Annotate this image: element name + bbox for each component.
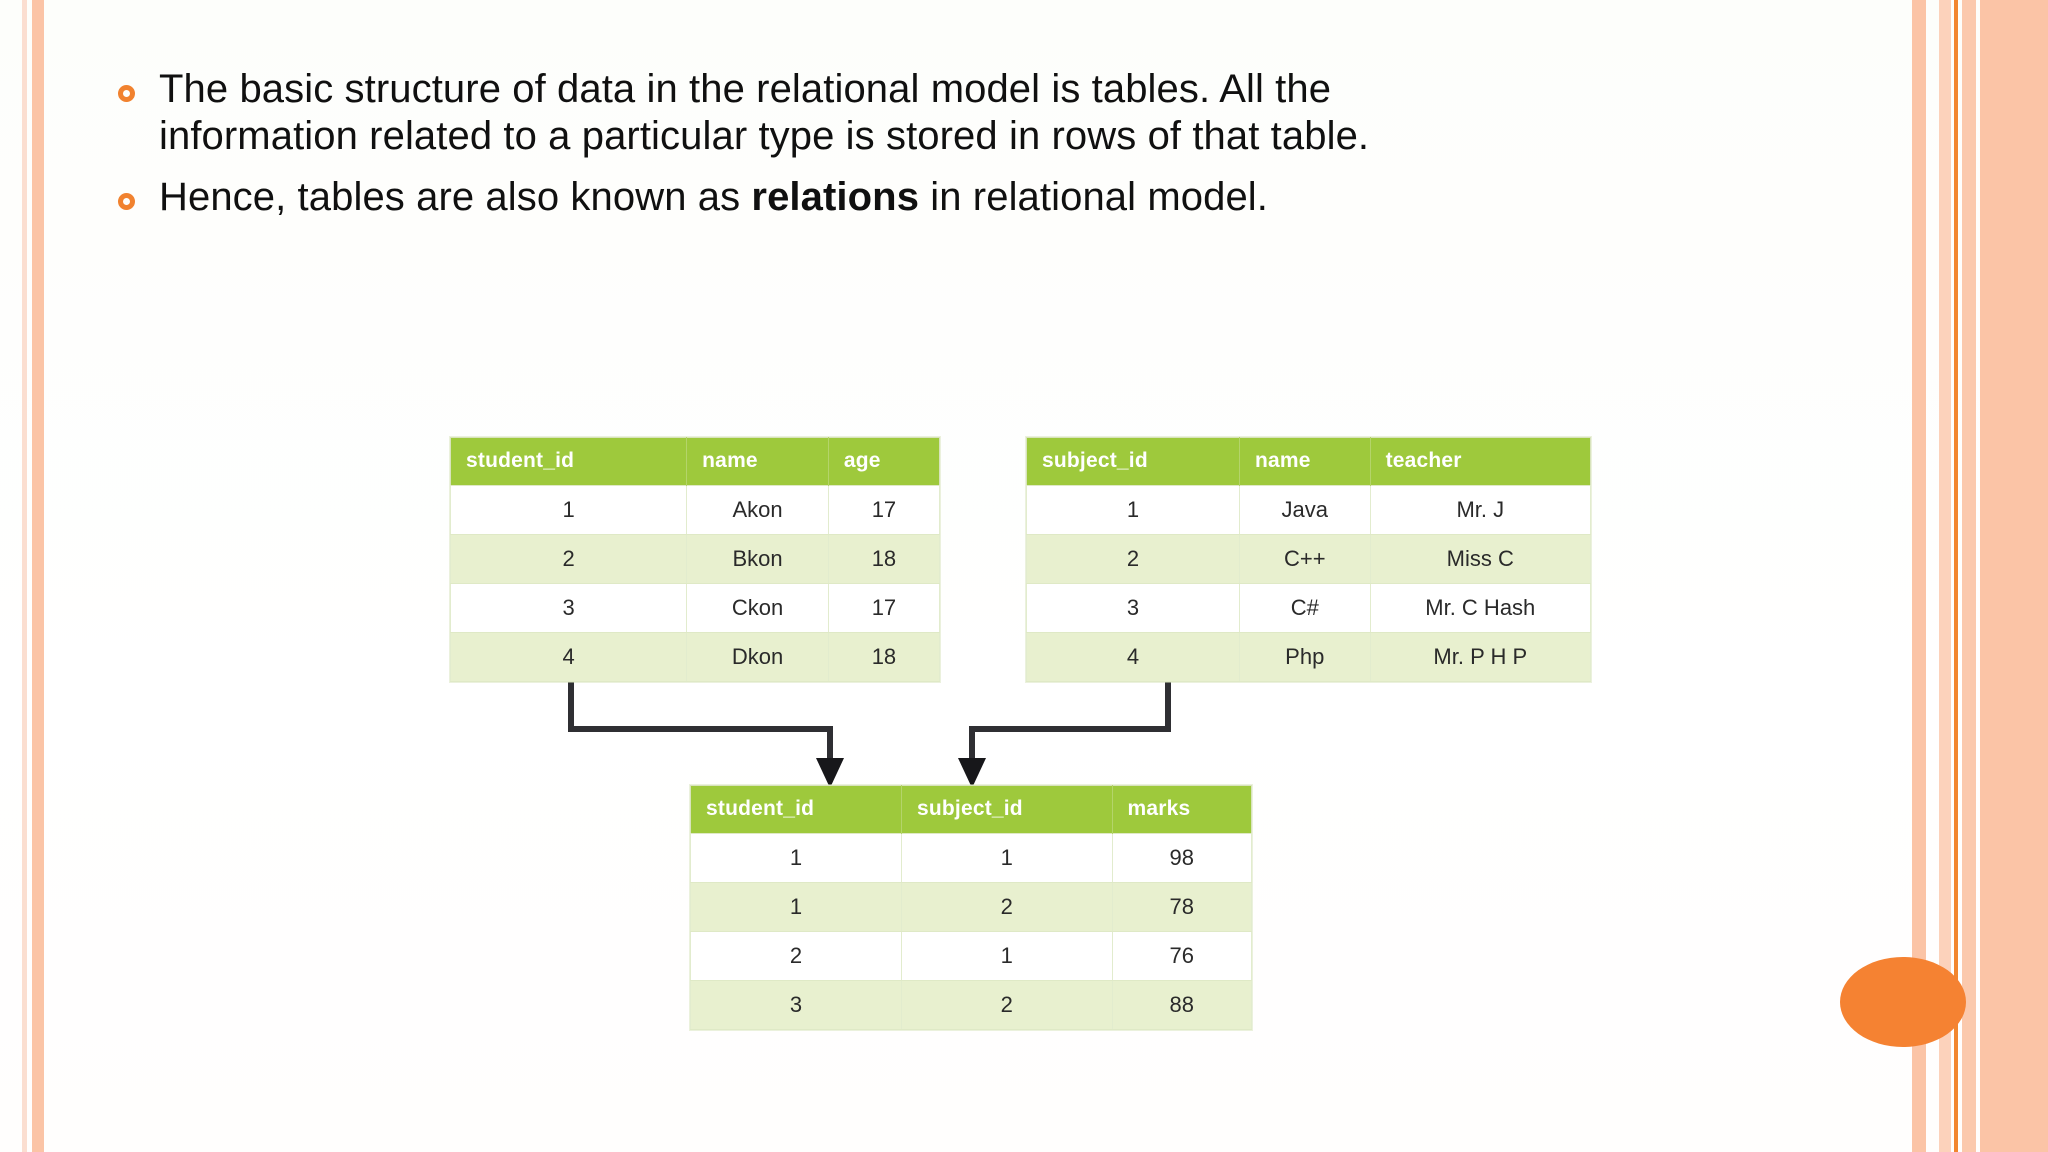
cell-age: 17 bbox=[827, 485, 941, 535]
cell-teacher: Mr. J bbox=[1369, 485, 1592, 535]
cell-marks: 76 bbox=[1111, 931, 1253, 981]
cell-marks: 78 bbox=[1111, 882, 1253, 932]
cell-marks: 88 bbox=[1111, 980, 1253, 1030]
column-header-name: name bbox=[686, 437, 829, 486]
cell-student-id: 1 bbox=[690, 833, 902, 883]
cell-name: Bkon bbox=[686, 534, 829, 584]
column-header-age: age bbox=[828, 437, 940, 486]
cell-subject-id: 3 bbox=[1026, 583, 1240, 633]
cell-subject-id: 1 bbox=[1026, 485, 1240, 535]
left-edge-stripe-wide bbox=[32, 0, 44, 1152]
table-header-row: subject_id name teacher bbox=[1026, 437, 1591, 486]
table-row: 2 1 76 bbox=[690, 931, 1253, 981]
cell-teacher: Mr. P H P bbox=[1369, 632, 1592, 682]
table-row: 4 Php Mr. P H P bbox=[1026, 632, 1592, 682]
table-row: 3 Ckon 17 bbox=[449, 583, 941, 633]
ring-bullet-icon bbox=[118, 85, 135, 102]
cell-subject-id: 2 bbox=[900, 882, 1113, 932]
connector-student-to-marks bbox=[568, 676, 833, 764]
bullet-text-1: The basic structure of data in the relat… bbox=[159, 67, 1370, 159]
cell-name: Java bbox=[1238, 485, 1371, 535]
column-header-subject-id: subject_id bbox=[901, 785, 1113, 834]
right-edge-stripe-2 bbox=[1939, 0, 1951, 1152]
bullet-text-2: Hence, tables are also known as relation… bbox=[159, 175, 1269, 220]
table-row: 1 1 98 bbox=[690, 833, 1253, 883]
right-edge-stripe-4 bbox=[1962, 0, 1976, 1152]
ring-bullet-icon bbox=[118, 193, 135, 211]
table-row: 4 Dkon 18 bbox=[449, 632, 941, 682]
right-edge-stripe-accent bbox=[1954, 0, 1958, 1152]
left-edge-stripe-thin bbox=[22, 0, 27, 1152]
subject-table: subject_id name teacher 1 Java Mr. J 2 C… bbox=[1026, 437, 1592, 682]
cell-age: 18 bbox=[827, 534, 941, 584]
cell-name: Ckon bbox=[686, 583, 829, 633]
cell-marks: 98 bbox=[1111, 833, 1253, 883]
column-header-marks: marks bbox=[1112, 785, 1252, 834]
cell-name: C# bbox=[1238, 583, 1371, 633]
column-header-student-id: student_id bbox=[690, 785, 902, 834]
cell-subject-id: 1 bbox=[900, 833, 1113, 883]
cell-student-id: 2 bbox=[449, 534, 688, 584]
bullet-item-1: The basic structure of data in the relat… bbox=[118, 66, 1818, 160]
cell-student-id: 3 bbox=[449, 583, 688, 633]
cell-subject-id: 4 bbox=[1026, 632, 1240, 682]
table-header-row: student_id name age bbox=[450, 437, 940, 486]
cell-student-id: 3 bbox=[690, 980, 902, 1030]
cell-student-id: 1 bbox=[449, 485, 688, 535]
bullet-item-2: Hence, tables are also known as relation… bbox=[118, 174, 1818, 221]
column-header-teacher: teacher bbox=[1370, 437, 1591, 486]
column-header-student-id: student_id bbox=[450, 437, 688, 486]
cell-name: Php bbox=[1238, 632, 1371, 682]
arrowhead-student-to-marks bbox=[816, 758, 844, 788]
cell-age: 17 bbox=[827, 583, 941, 633]
connector-subject-to-marks bbox=[969, 676, 1171, 764]
right-edge-stripe-5 bbox=[1980, 0, 2048, 1152]
student-table: student_id name age 1 Akon 17 2 Bkon 18 … bbox=[449, 437, 941, 682]
column-header-name: name bbox=[1239, 437, 1371, 486]
marks-table: student_id subject_id marks 1 1 98 1 2 7… bbox=[690, 785, 1253, 1030]
cell-student-id: 1 bbox=[690, 882, 902, 932]
cell-name: C++ bbox=[1238, 534, 1371, 584]
table-row: 3 2 88 bbox=[690, 980, 1253, 1030]
column-header-subject-id: subject_id bbox=[1026, 437, 1240, 486]
cell-name: Akon bbox=[686, 485, 829, 535]
cell-teacher: Miss C bbox=[1369, 534, 1592, 584]
table-row: 1 Akon 17 bbox=[449, 485, 941, 535]
cell-subject-id: 1 bbox=[900, 931, 1113, 981]
bullet-list: The basic structure of data in the relat… bbox=[118, 66, 1818, 236]
right-edge-stripe-1 bbox=[1912, 0, 1926, 1152]
cell-age: 18 bbox=[827, 632, 941, 682]
table-header-row: student_id subject_id marks bbox=[690, 785, 1252, 834]
cell-subject-id: 2 bbox=[900, 980, 1113, 1030]
cell-subject-id: 2 bbox=[1026, 534, 1240, 584]
table-row: 2 Bkon 18 bbox=[449, 534, 941, 584]
cell-student-id: 2 bbox=[690, 931, 902, 981]
cell-student-id: 4 bbox=[449, 632, 688, 682]
table-row: 1 Java Mr. J bbox=[1026, 485, 1592, 535]
cell-teacher: Mr. C Hash bbox=[1369, 583, 1592, 633]
table-row: 3 C# Mr. C Hash bbox=[1026, 583, 1592, 633]
table-row: 1 2 78 bbox=[690, 882, 1253, 932]
accent-ellipse bbox=[1840, 957, 1966, 1047]
cell-name: Dkon bbox=[686, 632, 829, 682]
arrowhead-subject-to-marks bbox=[958, 758, 986, 788]
table-row: 2 C++ Miss C bbox=[1026, 534, 1592, 584]
